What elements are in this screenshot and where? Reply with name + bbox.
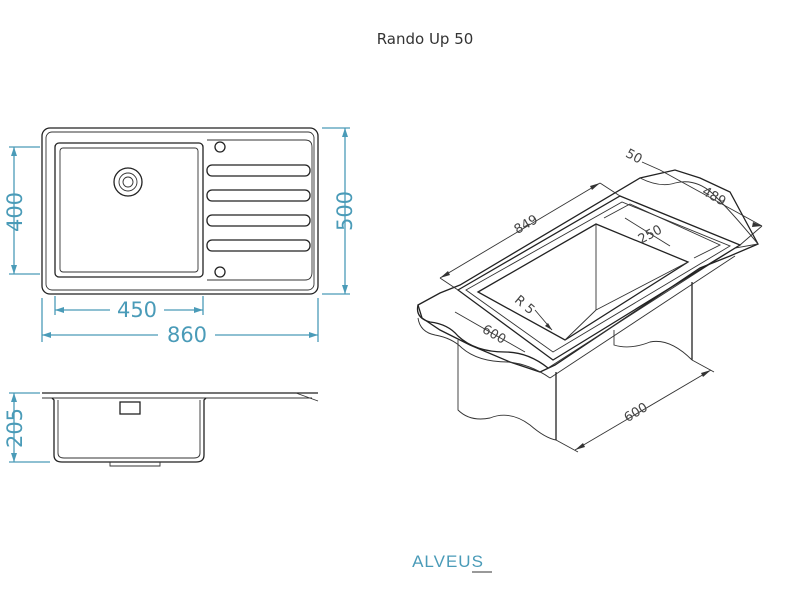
drainer-frame bbox=[207, 139, 313, 281]
length-label: 849 bbox=[512, 212, 541, 237]
drainer-groove bbox=[206, 214, 311, 227]
cabinet-width-label: 600 bbox=[622, 400, 651, 426]
tap-hole-icon bbox=[214, 141, 226, 153]
overflow-hole-icon bbox=[214, 266, 226, 278]
width-label: 489 bbox=[699, 184, 728, 209]
countertop bbox=[417, 169, 759, 373]
bowl-height-label: 400 bbox=[3, 192, 27, 232]
sink-inner-rim bbox=[45, 131, 315, 291]
cabinet-depth-label: 600 bbox=[479, 322, 508, 347]
overall-height-label: 500 bbox=[333, 191, 357, 231]
top-view: 400 500 450 860 bbox=[3, 127, 357, 347]
side-view: 205 bbox=[3, 392, 319, 467]
radius-label: R 5 bbox=[511, 293, 537, 318]
bowl-inner bbox=[59, 147, 199, 273]
drainer-groove bbox=[206, 239, 311, 252]
isometric-view: 849 50 489 250 R 5 600 600 bbox=[416, 146, 763, 453]
depth-label: 205 bbox=[3, 408, 27, 448]
drainer-label: 250 bbox=[636, 222, 665, 247]
diagram-title: Rando Up 50 bbox=[376, 30, 474, 48]
overall-width-label: 860 bbox=[167, 323, 207, 347]
alveus-logo: ALVEUS bbox=[412, 552, 492, 573]
sink-outline bbox=[41, 127, 319, 295]
overflow-icon bbox=[119, 401, 141, 415]
brand-name: ALVEUS bbox=[412, 552, 484, 571]
bowl-outline bbox=[54, 142, 204, 278]
bowl-width-label: 450 bbox=[117, 298, 157, 322]
drainer-groove bbox=[206, 164, 311, 177]
cabinet-front-left bbox=[457, 340, 557, 441]
drainer-groove bbox=[206, 189, 311, 202]
bowl-section bbox=[51, 397, 207, 463]
lip-label: 50 bbox=[623, 146, 645, 167]
drain-icon bbox=[113, 167, 143, 197]
